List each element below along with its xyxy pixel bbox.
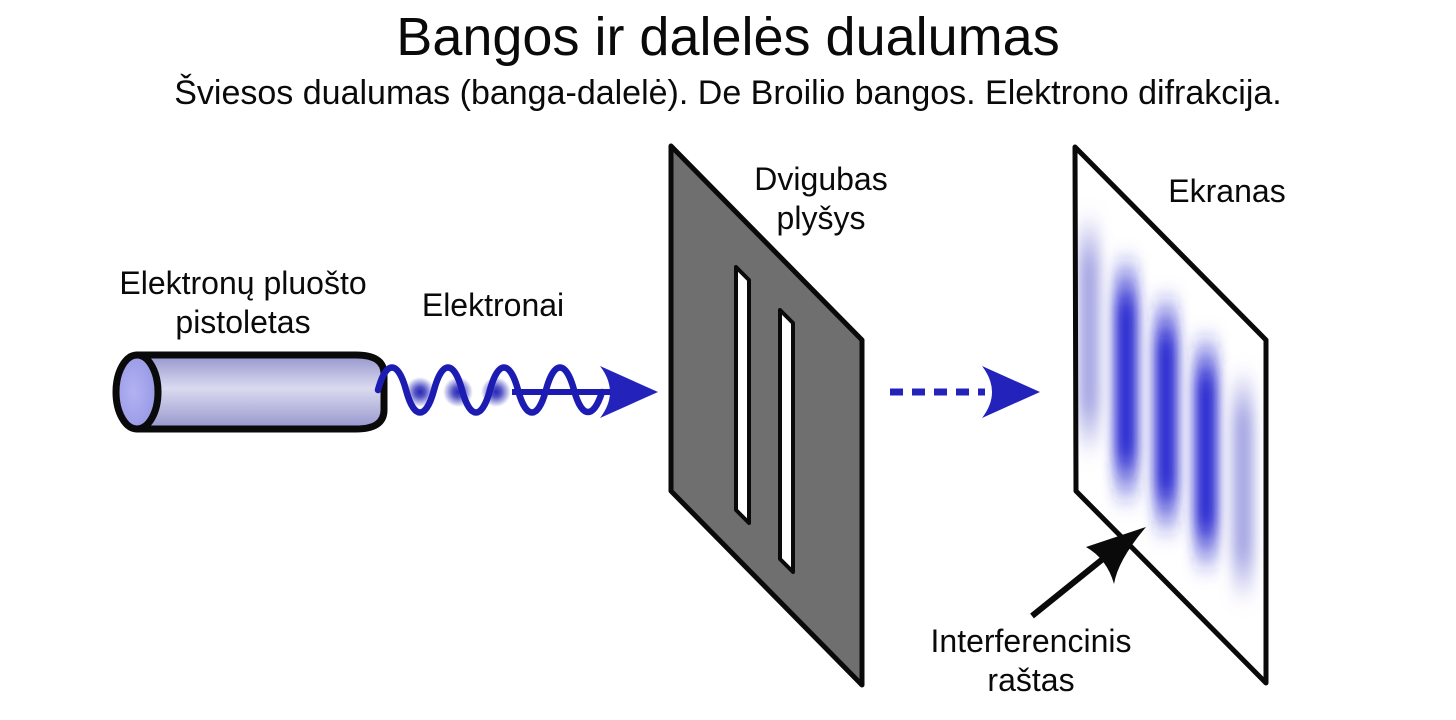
electrons-label: Elektronai: [421, 287, 565, 323]
pattern-pointer-line: [1030, 555, 1106, 619]
slit-opening-2: [778, 308, 795, 574]
electron-gun-body: [133, 351, 388, 433]
interference-fringe-3: [1154, 290, 1178, 540]
interference-fringe-2: [1114, 252, 1138, 508]
electron-gun-cap: [112, 351, 162, 433]
interference-fringes: [1078, 212, 1254, 603]
double-slit-panel: [668, 143, 865, 688]
dashed-beam-arrowhead: [982, 366, 1040, 418]
wave-arrowhead: [600, 366, 658, 418]
screen-outline: [1072, 144, 1269, 686]
interference-pattern-label-line2: raštas: [987, 662, 1075, 699]
electron-gun-label-line1: Elektronų pluošto: [119, 265, 367, 301]
slit-opening-1: [734, 265, 751, 525]
electron-dot: [481, 377, 511, 407]
interference-fringe-1: [1078, 212, 1100, 457]
interference-fringe-5: [1232, 368, 1254, 603]
double-slit-label: Dvigubas plyšys: [754, 160, 887, 238]
electron-gun-label-line2: pistoletas: [175, 304, 311, 341]
page-title: Bangos ir dalelės dualumas: [396, 7, 1060, 67]
interference-pattern-label-line1: Interferencinis: [930, 623, 1132, 659]
screen-label: Ekranas: [1168, 173, 1286, 209]
pattern-pointer-arrowhead: [1086, 527, 1146, 584]
interference-fringe-4: [1194, 330, 1218, 575]
interference-pattern-label: Interferencinis raštas: [931, 622, 1132, 700]
electron-gun-label: Elektronų pluošto pistoletas: [119, 264, 366, 342]
electron-dot: [443, 377, 473, 407]
electron-dot: [405, 377, 435, 407]
double-slit-label-line1: Dvigubas: [754, 161, 888, 197]
subtitle: Šviesos dualumas (banga-dalelė). De Broi…: [174, 74, 1282, 112]
double-slit-label-line2: plyšys: [776, 200, 866, 237]
